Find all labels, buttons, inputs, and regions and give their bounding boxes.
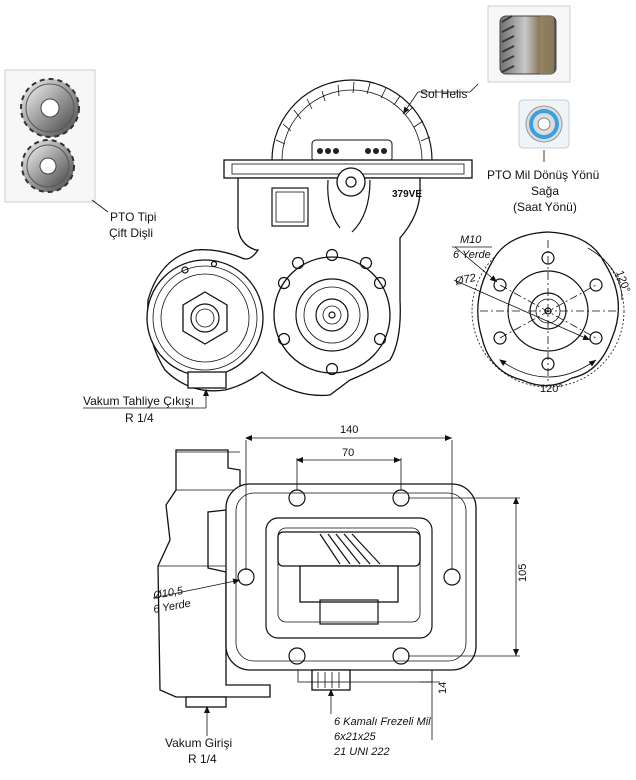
- flange-detail-view: M10 6 Yerde Ø72 120° 120°: [452, 231, 632, 395]
- helical-gear-outline: [271, 79, 433, 163]
- m10-label: M10: [460, 234, 482, 246]
- pto-type-sub: Çift Dişli: [109, 226, 153, 240]
- rotation-dir: Sağa: [531, 184, 559, 198]
- shaft-title: 6 Kamalı Frezeli Mil: [334, 716, 431, 728]
- pto-bottom-view: [157, 449, 477, 708]
- sol-helis-callout: Sol Helis: [402, 83, 479, 115]
- dimension-14: 14: [420, 669, 449, 740]
- dim-14-value: 14: [437, 682, 449, 694]
- rotation-title: PTO Mil Dönüş Yönü: [487, 168, 599, 182]
- hole-diameter: Ø10,5: [151, 585, 184, 602]
- shaft-size: 6x21x25: [334, 731, 376, 743]
- dimension-105: 105: [408, 497, 529, 657]
- m10-count-label: 6 Yerde: [453, 249, 491, 261]
- vacuum-outlet-callout: Vakum Tahliye Çıkışı R 1/4: [83, 389, 209, 425]
- vac-in-label: Vakum Girişi: [165, 736, 232, 750]
- shaft-standard: 21 UNI 222: [333, 746, 390, 758]
- d72-label: Ø72: [453, 272, 477, 288]
- rotation-callout: PTO Mil Dönüş Yönü Sağa (Saat Yönü): [487, 150, 599, 214]
- dimension-70: 70: [296, 447, 402, 490]
- pto-type-callout: PTO Tipi Çift Dişli: [91, 199, 156, 240]
- dim-105-value: 105: [517, 564, 529, 582]
- pto-type-label: PTO Tipi: [110, 210, 156, 224]
- vac-in-spec: R 1/4: [188, 752, 217, 766]
- gear-pair-photo: [4, 69, 96, 203]
- dim-70-value: 70: [342, 447, 354, 459]
- pto-top-view: 379VE: [146, 79, 473, 397]
- dimension-140: 140: [245, 424, 453, 570]
- dim-140-value: 140: [340, 424, 358, 436]
- sol-helis-label: Sol Helis: [420, 87, 467, 101]
- rotation-note: (Saat Yönü): [513, 200, 577, 214]
- vac-out-spec: R 1/4: [125, 411, 154, 425]
- vac-out-label: Vakum Tahliye Çıkışı: [83, 394, 194, 408]
- model-number: 379VE: [392, 189, 422, 200]
- vacuum-inlet-callout: Vakum Girişi R 1/4: [165, 706, 232, 766]
- rotation-direction-icon: [518, 99, 570, 149]
- angle-bottom: 120°: [540, 383, 563, 395]
- shaft-callout: 6 Kamalı Frezeli Mil 6x21x25 21 UNI 222: [328, 689, 431, 758]
- helical-gear-photo: [487, 5, 571, 83]
